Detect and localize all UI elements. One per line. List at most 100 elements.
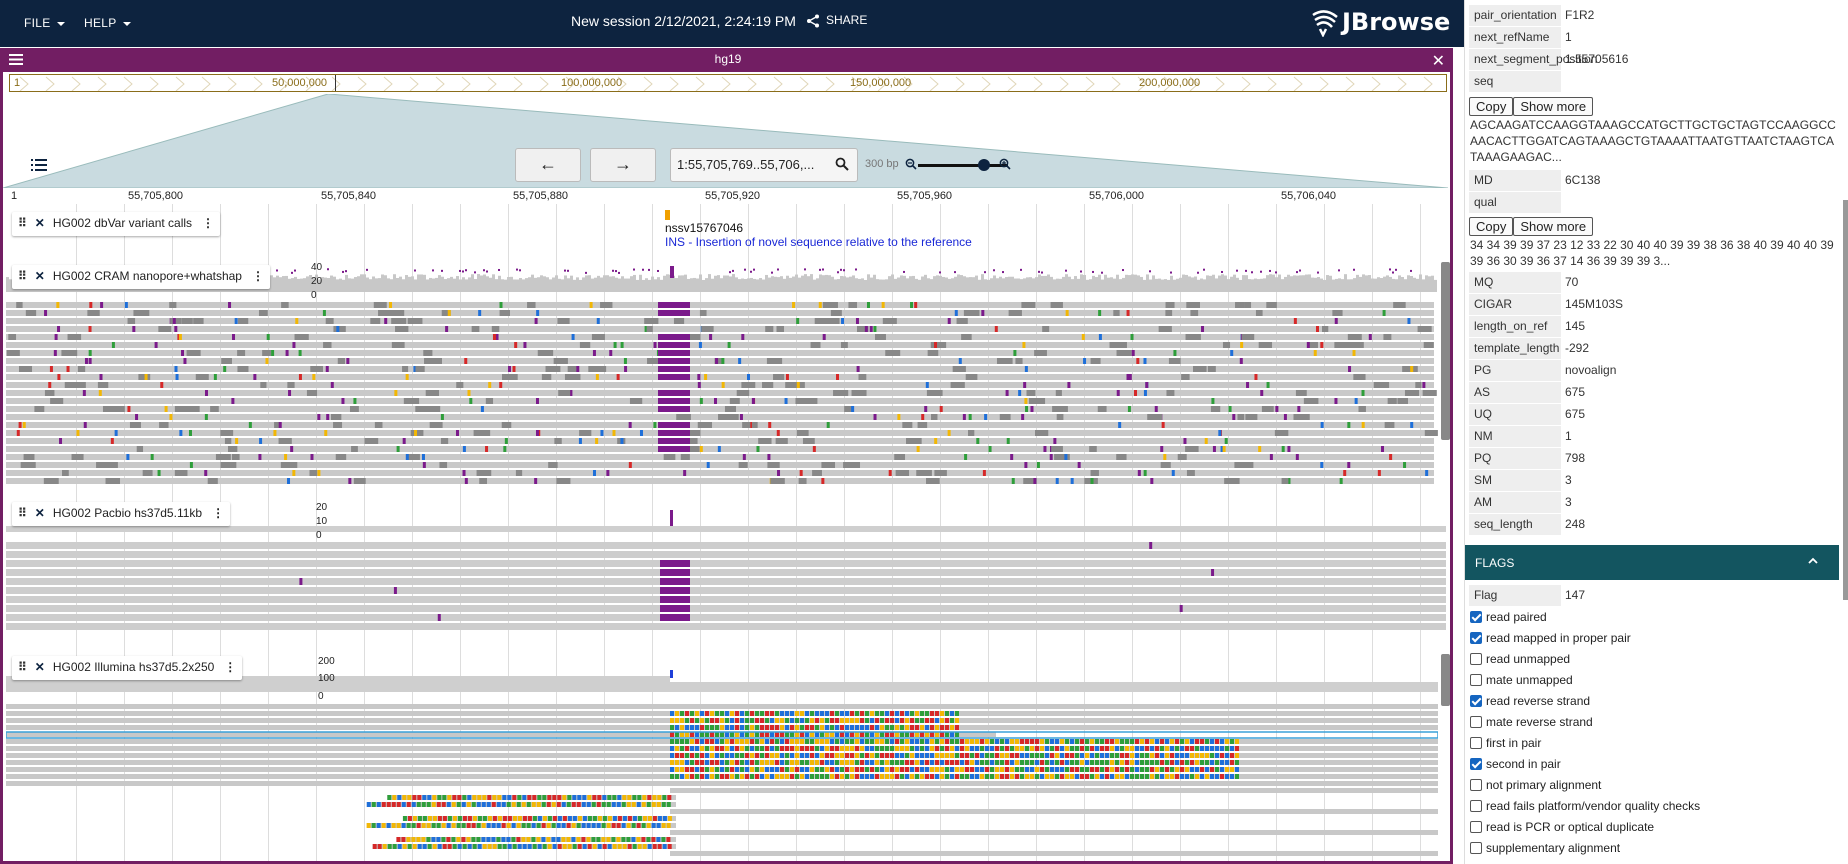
checkbox[interactable] <box>1470 611 1482 623</box>
copy-qual-button[interactable]: Copy <box>1469 217 1514 236</box>
soft-clip-base <box>850 718 854 723</box>
checkbox[interactable] <box>1470 653 1482 665</box>
panel-scrollbar[interactable] <box>1843 200 1848 600</box>
coverage-bar <box>662 676 666 692</box>
soft-clip-base <box>391 823 396 828</box>
drag-handle-icon[interactable]: ⠿ <box>18 269 27 283</box>
checkbox[interactable] <box>1470 842 1482 854</box>
soft-clip-base <box>930 732 934 737</box>
read-variant <box>102 406 115 412</box>
checkbox[interactable] <box>1470 800 1482 812</box>
track-menu-icon[interactable]: ⋮ <box>251 269 264 283</box>
soft-clip-base <box>437 844 442 849</box>
flag-checkbox-row[interactable]: mate reverse strand <box>1470 715 1593 729</box>
coverage-bar <box>1296 275 1299 292</box>
session-title[interactable]: New session 2/12/2021, 2:24:19 PM <box>571 13 796 29</box>
track-menu-icon[interactable]: ⋮ <box>224 660 237 674</box>
zoom-slider-thumb[interactable] <box>978 159 990 171</box>
flag-checkbox-row[interactable]: read mapped in proper pair <box>1470 631 1631 645</box>
pacbio-reads-pileup[interactable] <box>6 542 1451 642</box>
scroll-left-button[interactable]: ← <box>515 148 581 182</box>
checkbox[interactable] <box>1470 674 1482 686</box>
zoom-in-icon[interactable] <box>999 158 1011 170</box>
zoom-slider[interactable] <box>918 159 1008 171</box>
flag-checkbox-row[interactable]: supplementary alignment <box>1470 841 1620 855</box>
checkbox[interactable] <box>1470 695 1482 707</box>
soft-clip-base <box>765 760 769 765</box>
read-variant <box>312 374 316 380</box>
soft-clip-base <box>662 795 667 800</box>
scroll-right-button[interactable]: → <box>590 148 656 182</box>
share-button[interactable]: SHARE <box>806 13 867 28</box>
soft-clip-base <box>557 816 562 821</box>
checkbox[interactable] <box>1470 779 1482 791</box>
zoom-out-icon[interactable] <box>905 158 917 170</box>
track-label-nanopore[interactable]: ⠿✕HG002 CRAM nanopore+whatshap⋮ <box>12 265 270 289</box>
soft-clip-base <box>1215 746 1219 751</box>
drag-handle-icon[interactable]: ⠿ <box>18 506 27 520</box>
coverage-bar <box>684 274 687 292</box>
location-search-input[interactable]: 1:55,705,769..55,706,... <box>670 148 858 182</box>
flag-checkbox-row[interactable]: read fails platform/vendor quality check… <box>1470 799 1700 813</box>
drag-handle-icon[interactable]: ⠿ <box>18 216 27 230</box>
close-view-icon[interactable]: ✕ <box>1431 53 1445 70</box>
variant-feature-glyph[interactable] <box>665 210 670 220</box>
close-track-icon[interactable]: ✕ <box>34 269 45 283</box>
soft-clip-base <box>591 837 596 842</box>
track-label-illumina[interactable]: ⠿✕HG002 Illumina hs37d5.2x250⋮ <box>12 656 243 680</box>
illumina-reads-pileup[interactable] <box>6 704 1438 864</box>
read-variant <box>1320 422 1324 428</box>
view-menu-icon[interactable] <box>9 54 23 65</box>
close-track-icon[interactable]: ✕ <box>34 506 45 520</box>
flag-checkbox-row[interactable]: not primary alignment <box>1470 778 1601 792</box>
close-track-icon[interactable]: ✕ <box>34 216 45 230</box>
show-more-qual-button[interactable]: Show more <box>1513 217 1594 236</box>
flag-checkbox-row[interactable]: read reverse strand <box>1470 694 1590 708</box>
track-menu-icon[interactable]: ⋮ <box>212 506 225 520</box>
chevron-right-icon <box>1371 76 1381 91</box>
checkbox[interactable] <box>1470 758 1482 770</box>
tracks-container[interactable]: nssv15767046 INS - Insertion of novel se… <box>6 204 1451 864</box>
track-label-pacbio[interactable]: ⠿✕HG002 Pacbio hs37d5.11kb⋮ <box>12 502 231 526</box>
flag-checkbox-row[interactable]: read is PCR or optical duplicate <box>1470 820 1654 834</box>
nanopore-track-scrollbar[interactable] <box>1441 262 1450 440</box>
track-menu-icon[interactable]: ⋮ <box>202 216 215 230</box>
search-icon[interactable] <box>835 157 849 171</box>
track-label-dbvar[interactable]: ⠿✕HG002 dbVar variant calls⋮ <box>12 212 221 236</box>
close-track-icon[interactable]: ✕ <box>34 660 45 674</box>
read-bar <box>6 310 1434 316</box>
coverage-bar <box>430 676 434 692</box>
soft-clip-base <box>496 823 501 828</box>
coverage-bar <box>1170 682 1174 692</box>
file-menu-button[interactable]: FILE <box>24 16 65 30</box>
drag-handle-icon[interactable]: ⠿ <box>18 660 27 674</box>
read-variant <box>1028 398 1045 404</box>
soft-clip-base <box>950 746 954 751</box>
help-menu-button[interactable]: HELP <box>84 16 131 30</box>
copy-seq-button[interactable]: Copy <box>1469 97 1514 116</box>
flag-checkbox-row[interactable]: mate unmapped <box>1470 673 1573 687</box>
flag-checkbox-row[interactable]: read unmapped <box>1470 652 1570 666</box>
flags-section-header[interactable]: FLAGS <box>1465 545 1839 580</box>
read-variant <box>616 374 620 380</box>
show-more-seq-button[interactable]: Show more <box>1513 97 1594 116</box>
track-selector-icon[interactable] <box>31 158 47 172</box>
soft-clip-base <box>1000 760 1004 765</box>
overview-scalebar[interactable]: 1 50,000,000 100,000,000 150,000,000 200… <box>9 74 1447 92</box>
chevron-up-icon[interactable] <box>1807 555 1819 567</box>
flag-checkbox-row[interactable]: second in pair <box>1470 757 1561 771</box>
coverage-bar <box>1197 279 1200 292</box>
flag-checkbox-row[interactable]: read paired <box>1470 610 1547 624</box>
read-variant <box>934 470 947 476</box>
checkbox[interactable] <box>1470 716 1482 728</box>
checkbox[interactable] <box>1470 632 1482 644</box>
checkbox[interactable] <box>1470 737 1482 749</box>
checkbox[interactable] <box>1470 821 1482 833</box>
illumina-track-scrollbar[interactable] <box>1441 654 1450 706</box>
coordinate-ruler[interactable]: 1 55,705,800 55,705,840 55,705,880 55,70… <box>6 188 1450 204</box>
nanopore-reads-pileup[interactable] <box>6 302 1438 490</box>
soft-clip-base <box>950 711 954 716</box>
selected-read-outline <box>6 731 1438 739</box>
flag-checkbox-row[interactable]: first in pair <box>1470 736 1541 750</box>
